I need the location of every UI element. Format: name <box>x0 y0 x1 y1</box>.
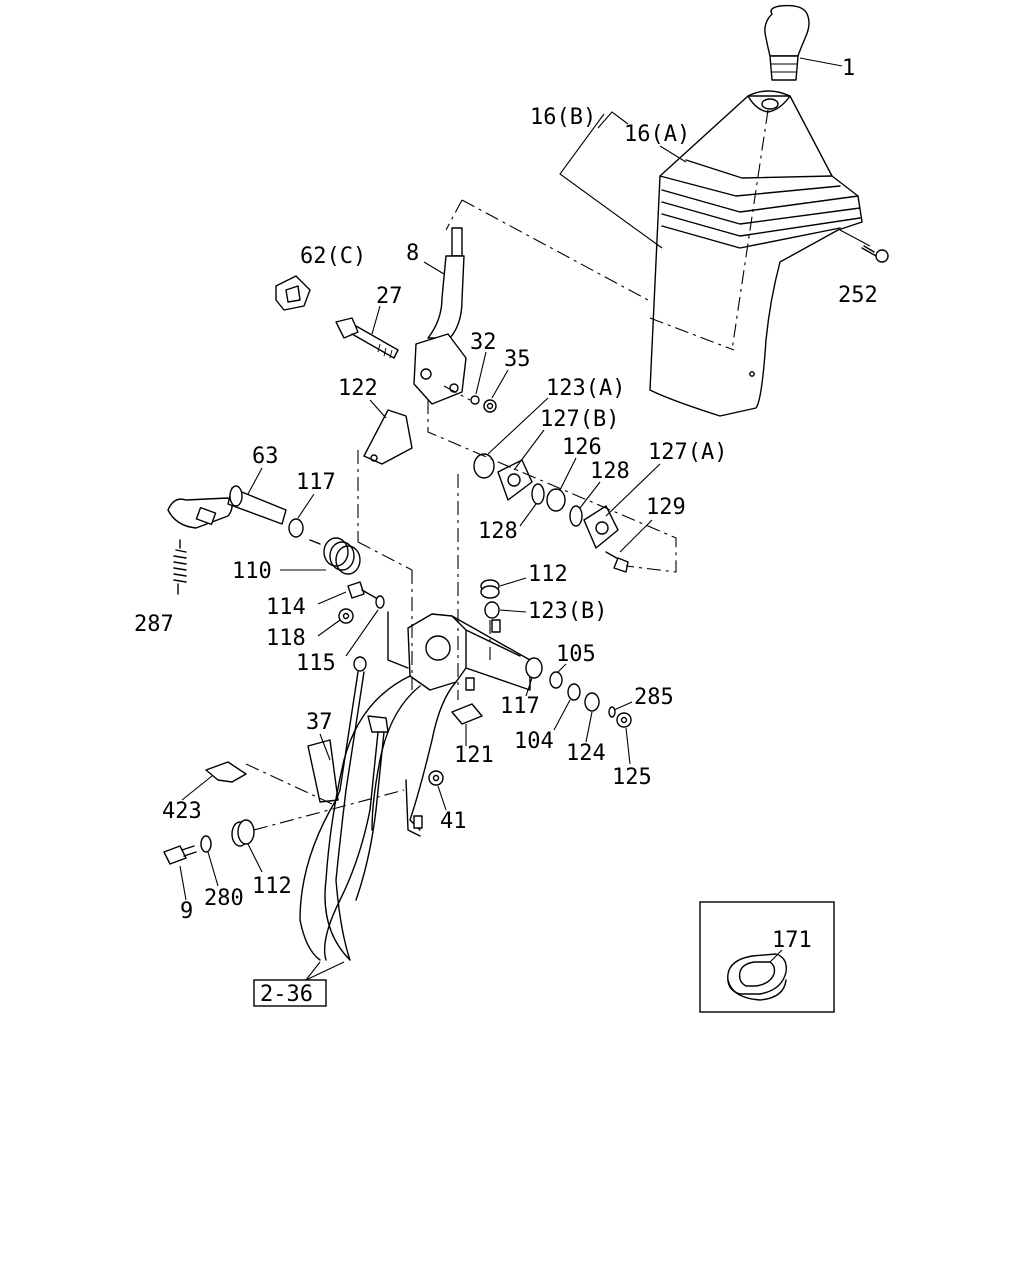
ring-128b[interactable] <box>569 505 583 527</box>
label-8: 8 <box>406 241 419 266</box>
washer-285[interactable] <box>608 706 616 718</box>
label-423: 423 <box>162 799 202 824</box>
label-124: 124 <box>566 741 606 766</box>
label-117b: 117 <box>500 694 540 719</box>
bushing-117b[interactable] <box>525 657 543 679</box>
label-171: 171 <box>772 928 812 953</box>
clip-423[interactable] <box>205 761 247 783</box>
label-126: 126 <box>562 435 602 460</box>
bushing-112b[interactable] <box>231 819 255 847</box>
label-123a: 123(A) <box>546 376 625 401</box>
nut-125[interactable] <box>616 712 632 728</box>
shift-lever[interactable] <box>413 227 467 405</box>
label-123b: 123(B) <box>528 599 607 624</box>
cable-assembly[interactable] <box>299 656 389 961</box>
label-110: 110 <box>232 559 272 584</box>
bolt-129[interactable] <box>605 551 629 573</box>
nut-118[interactable] <box>338 608 354 624</box>
label-128b: 128 <box>478 519 518 544</box>
label-128a: 128 <box>590 459 630 484</box>
label-63: 63 <box>252 444 279 469</box>
screw-252[interactable] <box>861 245 889 263</box>
label-285: 285 <box>634 685 674 710</box>
label-9: 9 <box>180 899 193 924</box>
bushing-117a[interactable] <box>288 518 304 538</box>
plate-127a[interactable] <box>583 505 619 549</box>
collar-123a[interactable] <box>473 453 495 479</box>
washer-104[interactable] <box>567 683 581 701</box>
grommet-171[interactable] <box>727 953 787 1001</box>
plate-127b[interactable] <box>497 459 533 501</box>
washer-115[interactable] <box>375 595 385 609</box>
bolt-114[interactable] <box>347 581 377 599</box>
pad-121[interactable] <box>451 703 483 725</box>
shift-knob[interactable] <box>764 4 810 81</box>
label-129: 129 <box>646 495 686 520</box>
washer-280[interactable] <box>200 835 212 853</box>
label-62c: 62(C) <box>300 244 366 269</box>
label-112a: 112 <box>528 562 568 587</box>
label-41: 41 <box>440 809 467 834</box>
spring-110[interactable] <box>309 537 361 575</box>
label-122: 122 <box>338 376 378 401</box>
label-105: 105 <box>556 642 596 667</box>
label-121: 121 <box>454 743 494 768</box>
lever-63[interactable] <box>167 485 287 529</box>
label-1: 1 <box>842 56 855 81</box>
label-118: 118 <box>266 626 306 651</box>
inset-171: 171 <box>699 901 835 1013</box>
label-16a: 16(A) <box>624 122 690 147</box>
bushing-126[interactable] <box>546 488 566 512</box>
label-127a: 127(A) <box>648 440 727 465</box>
label-287: 287 <box>134 612 174 637</box>
pedal-bracket[interactable] <box>307 450 531 961</box>
clip-62c[interactable] <box>275 275 311 311</box>
label-104: 104 <box>514 729 554 754</box>
reference-2-36[interactable]: 2-36 <box>253 979 327 1007</box>
label-115: 115 <box>296 651 336 676</box>
label-117a: 117 <box>296 470 336 495</box>
label-37: 37 <box>306 710 333 735</box>
bolt-9[interactable] <box>163 845 197 865</box>
ring-128a[interactable] <box>531 483 545 505</box>
label-2-36: 2-36 <box>260 982 313 1007</box>
collar-123b[interactable] <box>484 601 500 619</box>
label-27: 27 <box>376 284 403 309</box>
label-112b: 112 <box>252 874 292 899</box>
clip-32[interactable] <box>470 395 480 405</box>
pin-27[interactable] <box>335 317 399 359</box>
label-127b: 127(B) <box>540 407 619 432</box>
washer-124[interactable] <box>584 692 600 712</box>
spring-287[interactable] <box>173 539 187 595</box>
label-16b: 16(B) <box>530 105 596 130</box>
label-280: 280 <box>204 886 244 911</box>
bushing-112a[interactable] <box>480 579 500 599</box>
nut-35[interactable] <box>483 399 497 413</box>
nut-41[interactable] <box>428 770 444 786</box>
label-252: 252 <box>838 283 878 308</box>
washer-105[interactable] <box>549 671 563 689</box>
label-125: 125 <box>612 765 652 790</box>
label-32: 32 <box>470 330 497 355</box>
label-35: 35 <box>504 347 531 372</box>
shift-boot[interactable] <box>649 90 863 417</box>
bracket-122[interactable] <box>363 409 413 465</box>
label-114: 114 <box>266 595 306 620</box>
